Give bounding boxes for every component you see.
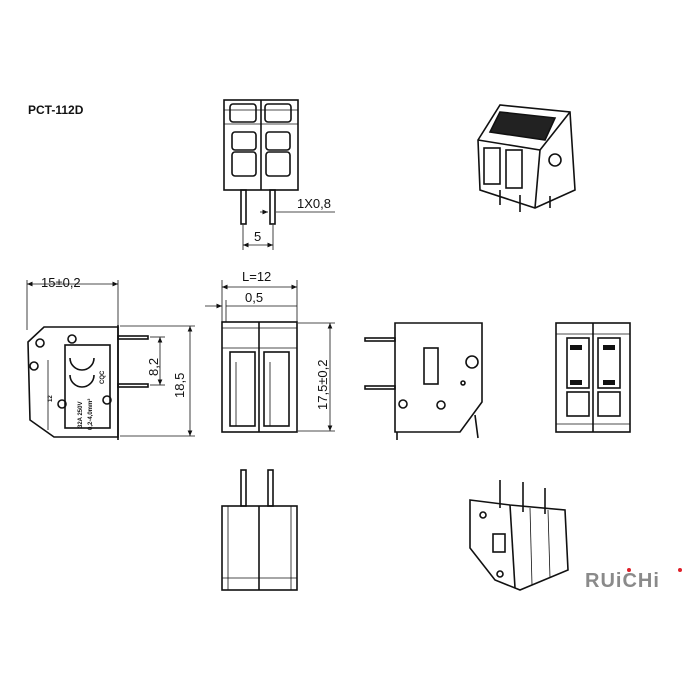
offset-label: 0,5 bbox=[245, 290, 263, 305]
logo-dot-1 bbox=[627, 568, 631, 572]
wire-range-marking: 0,2-4,0mm² bbox=[87, 399, 94, 430]
overall-height-label: 18,5 bbox=[172, 373, 187, 398]
pin-spacing-label: 8,2 bbox=[146, 358, 161, 376]
cert-marking: CQC bbox=[100, 370, 106, 384]
length-label: L=12 bbox=[242, 269, 271, 284]
rating-marking: 32A 250V bbox=[78, 402, 84, 428]
front-view bbox=[205, 280, 335, 433]
body-height-label: 17,5±0,2 bbox=[315, 359, 330, 410]
side-view-right bbox=[364, 322, 483, 440]
logo-dot-2 bbox=[678, 568, 682, 572]
part-number-title: PCT-112D bbox=[28, 103, 84, 117]
brand-logo: RUiCHi bbox=[585, 570, 660, 592]
side-view-left bbox=[26, 280, 195, 440]
pole-count-marking: 12 bbox=[48, 395, 54, 402]
back-view bbox=[555, 322, 631, 433]
top-view bbox=[223, 99, 335, 250]
pitch-label: 5 bbox=[254, 229, 261, 244]
bottom-view bbox=[221, 469, 298, 591]
isometric-view-bottom bbox=[469, 480, 569, 591]
pin-size-label: 1X0,8 bbox=[297, 196, 331, 211]
depth-label: 15±0,2 bbox=[41, 275, 81, 290]
isometric-view-top bbox=[477, 104, 576, 212]
